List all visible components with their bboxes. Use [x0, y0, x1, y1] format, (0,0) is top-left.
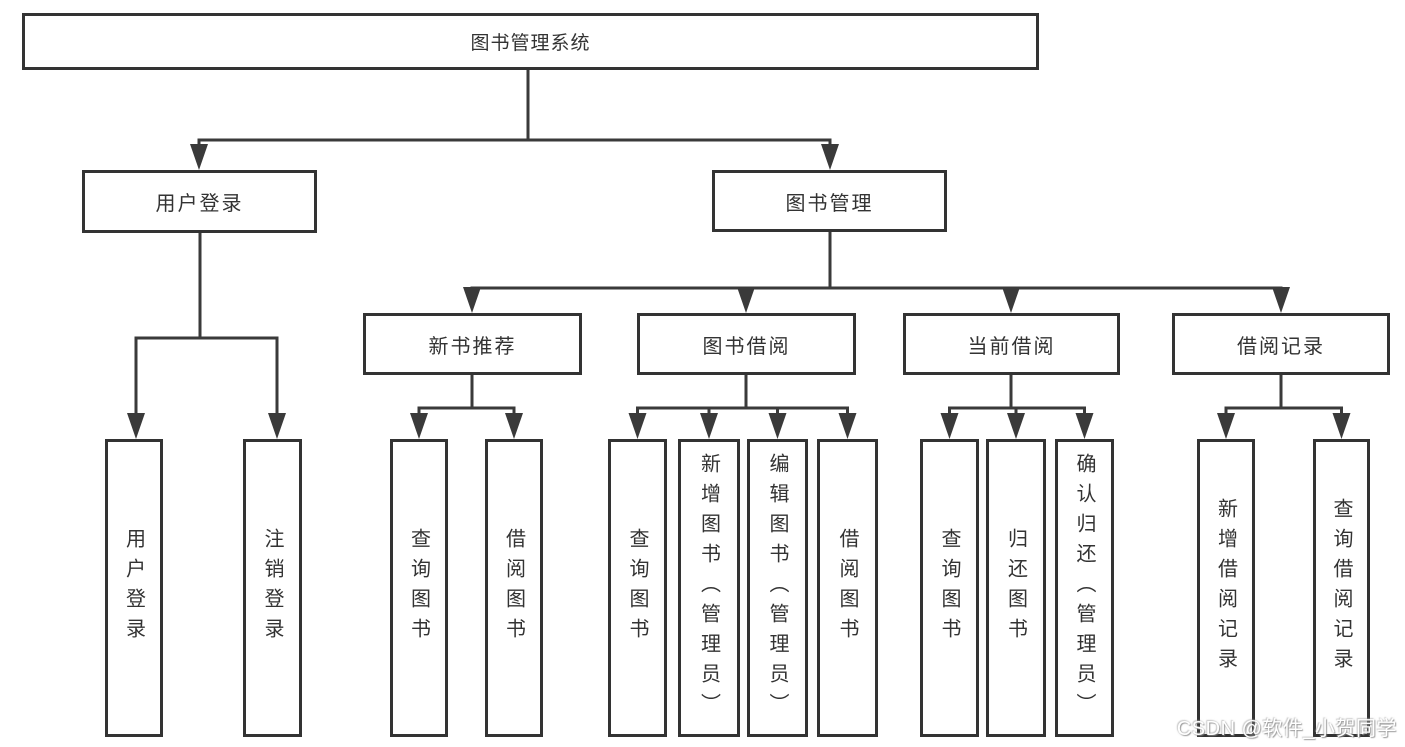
node-book-borrow: 图书借阅	[637, 313, 856, 375]
arrowhead	[1007, 413, 1025, 439]
leaf-query-borrow-record: 查询借阅记录	[1313, 439, 1370, 737]
node-user-login: 用户登录	[82, 170, 317, 233]
leaf-user-login: 用户登录	[105, 439, 163, 737]
leaf-add-books-admin: 新增图书（管理员）	[678, 439, 740, 737]
leaf-borrow-books: 借阅图书	[817, 439, 878, 737]
node-book-management: 图书管理	[712, 170, 947, 232]
arrowhead	[700, 413, 718, 439]
leaf-return-books: 归还图书	[986, 439, 1046, 737]
arrowhead	[628, 413, 647, 439]
arrowhead	[127, 413, 145, 439]
leaf-edit-books-admin: 编辑图书（管理员）	[747, 439, 808, 737]
leaf-query-books-recommend: 查询图书	[390, 439, 448, 737]
arrowhead	[1332, 413, 1351, 439]
arrowhead	[190, 144, 208, 170]
leaf-query-books-current: 查询图书	[920, 439, 979, 737]
leaf-borrow-books-recommend: 借阅图书	[485, 439, 543, 737]
node-root: 图书管理系统	[22, 13, 1039, 70]
arrowhead	[1217, 413, 1235, 439]
arrowhead	[940, 413, 959, 439]
leaf-confirm-return-admin: 确认归还（管理员）	[1055, 439, 1114, 737]
arrowhead	[838, 413, 857, 439]
arrowhead	[821, 144, 839, 170]
arrowhead	[1272, 287, 1290, 313]
arrowhead	[410, 413, 428, 439]
arrowhead	[268, 413, 286, 439]
arrowheads	[127, 144, 1351, 439]
arrowhead	[463, 287, 481, 313]
arrowhead	[1075, 413, 1094, 439]
node-borrow-record: 借阅记录	[1172, 313, 1390, 375]
arrowhead	[768, 413, 787, 439]
node-new-book-recommend: 新书推荐	[363, 313, 582, 375]
arrowhead	[505, 413, 523, 439]
node-current-borrow: 当前借阅	[903, 313, 1120, 375]
leaf-query-books-borrow: 查询图书	[608, 439, 667, 737]
leaf-logout: 注销登录	[243, 439, 302, 737]
leaf-add-borrow-record: 新增借阅记录	[1197, 439, 1255, 737]
arrowhead	[1002, 287, 1020, 313]
arrowhead	[737, 287, 755, 313]
